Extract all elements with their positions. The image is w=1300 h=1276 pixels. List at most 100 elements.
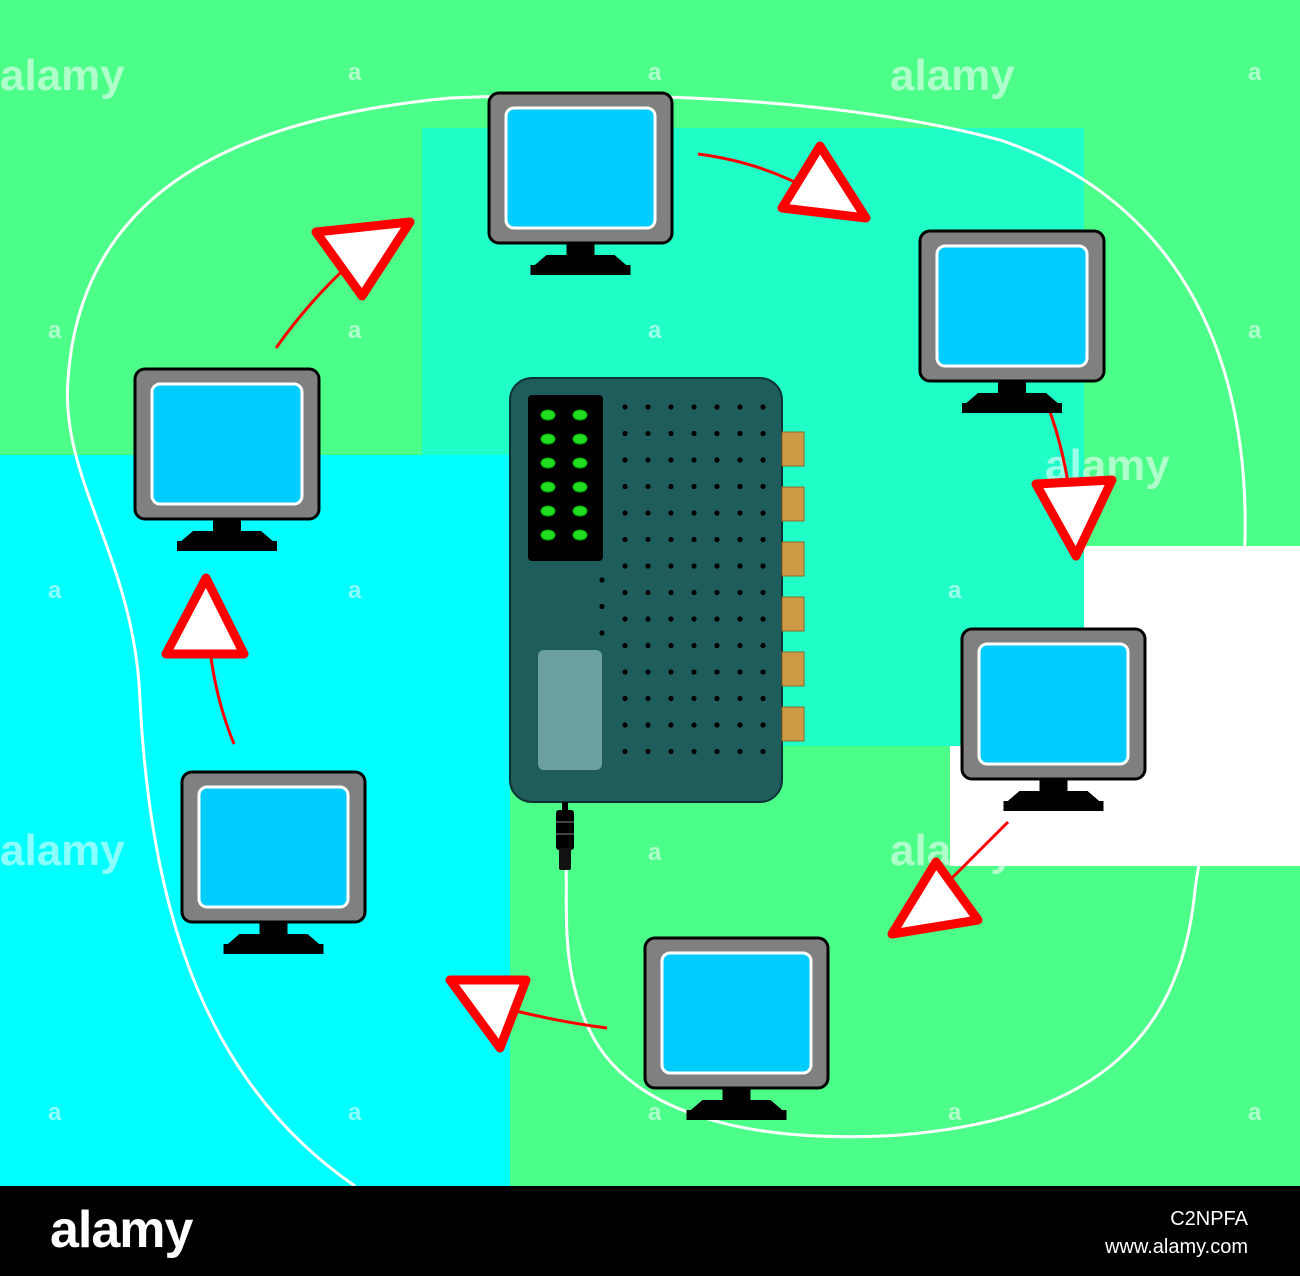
monitor-base	[177, 541, 277, 551]
arrow-head-lower-right-to-bottom	[887, 857, 983, 939]
monitor-neck	[259, 922, 288, 934]
computer-lower-left-monitor-icon	[180, 770, 367, 954]
vent-hole	[691, 748, 697, 755]
vent-hole	[737, 722, 743, 728]
vent-hole	[714, 642, 720, 649]
vent-hole	[737, 563, 743, 569]
vent-hole	[760, 404, 766, 410]
vent-hole	[714, 404, 720, 410]
monitor-screen	[935, 244, 1089, 368]
watermark-mark: a	[348, 577, 362, 604]
status-led	[572, 409, 588, 421]
vent-hole	[668, 748, 674, 755]
watermark-mark: a	[648, 1099, 662, 1126]
vent-hole	[714, 510, 720, 516]
watermark-mark: a	[648, 839, 662, 866]
status-led	[540, 457, 556, 469]
vent-hole	[691, 510, 697, 516]
vent-hole	[760, 536, 766, 543]
arrow-head-upper-left-to-top	[311, 217, 415, 301]
monitor-base-top	[688, 1100, 785, 1112]
arrow-link-bottom-to-lower-left	[511, 1008, 608, 1030]
footer-url: www.alamy.com	[1105, 1236, 1248, 1258]
vent-hole	[622, 563, 628, 569]
monitor-neck	[998, 381, 1026, 393]
monitor-screen	[977, 642, 1130, 766]
ethernet-port	[781, 541, 805, 577]
vent-hole	[668, 722, 674, 728]
arrow-head-lower-left-to-upper-left	[161, 573, 249, 659]
ethernet-port	[781, 706, 805, 742]
vent-hole	[622, 616, 628, 622]
watermark-mark: a	[48, 317, 62, 344]
vent-hole	[760, 510, 766, 516]
vent-hole	[691, 722, 697, 728]
vent-hole	[668, 563, 674, 569]
ethernet-port	[781, 596, 805, 632]
vent-hole	[645, 510, 651, 516]
router-icon	[509, 377, 805, 870]
vent-hole	[737, 483, 743, 490]
vent-hole	[760, 430, 766, 437]
status-led	[540, 409, 556, 421]
monitor-base	[223, 944, 324, 954]
vent-hole	[668, 483, 674, 490]
vent-hole	[668, 430, 674, 437]
vent-hole	[668, 616, 674, 622]
monitor-screen	[660, 951, 813, 1075]
watermark-text: alamy	[890, 51, 1015, 100]
watermark-mark: a	[1248, 839, 1262, 866]
vent-hole	[714, 563, 720, 569]
computer-bottom-monitor-icon	[643, 936, 830, 1120]
vent-hole	[645, 695, 651, 702]
vent-hole	[645, 483, 651, 490]
vent-hole	[737, 748, 743, 755]
vent-hole	[622, 430, 628, 437]
vent-hole	[691, 430, 697, 437]
vent-hole	[760, 589, 766, 596]
computer-upper-left-monitor-icon	[133, 367, 321, 551]
monitor-base	[1003, 801, 1104, 811]
vent-hole	[668, 642, 674, 649]
watermark-mark: a	[648, 59, 662, 86]
watermark-mark: a	[948, 577, 962, 604]
vent-hole	[714, 669, 720, 675]
status-led	[540, 481, 556, 493]
vent-hole	[760, 669, 766, 675]
vent-hole	[622, 669, 628, 675]
vent-hole	[714, 457, 720, 463]
vent-hole	[737, 536, 743, 543]
vent-hole	[645, 748, 651, 755]
watermark-mark: a	[1248, 317, 1262, 344]
vent-hole	[760, 748, 766, 755]
watermark-mark: a	[648, 317, 662, 344]
vent-hole	[645, 616, 651, 622]
arrow-link-lower-right-to-bottom	[948, 820, 1010, 882]
watermark-mark: a	[48, 577, 62, 604]
vent-hole	[714, 616, 720, 622]
vent-hole	[622, 695, 628, 702]
ring-cable	[65, 93, 1247, 1186]
vent-hole	[691, 642, 697, 649]
vent-hole	[645, 642, 651, 649]
ethernet-port	[781, 651, 805, 687]
vent-hole	[622, 722, 628, 728]
vent-hole	[714, 430, 720, 437]
monitor-base-top	[225, 934, 322, 946]
vent-hole	[645, 589, 651, 596]
vent-hole	[622, 536, 628, 543]
footer-bar: alamy C2NPFA www.alamy.com	[0, 1186, 1300, 1276]
vent-hole	[622, 457, 628, 463]
arrow-head-bottom-to-lower-left	[445, 975, 531, 1053]
vent-hole	[668, 695, 674, 702]
watermark-mark: a	[1248, 1099, 1262, 1126]
router-connector-neck	[562, 802, 568, 812]
watermark-mark: a	[1248, 59, 1262, 86]
status-led	[572, 529, 588, 541]
vent-hole	[668, 404, 674, 410]
watermark-mark: a	[348, 1099, 362, 1126]
monitor-base	[962, 403, 1062, 413]
vent-hole	[668, 510, 674, 516]
vent-hole	[691, 563, 697, 569]
